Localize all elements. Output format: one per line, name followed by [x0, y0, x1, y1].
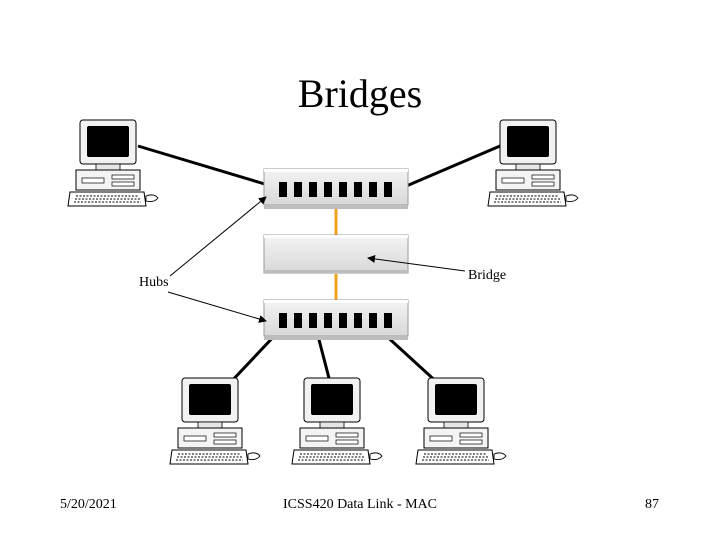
hub-port	[309, 313, 317, 328]
workstation-bottom-middle	[291, 377, 383, 465]
workstation-bottom-left	[169, 377, 261, 465]
hub-bottom	[263, 299, 409, 341]
hub-port	[339, 313, 347, 328]
link-bottom-right	[380, 330, 442, 387]
hub-port	[369, 182, 377, 197]
hub-port	[369, 313, 377, 328]
footer-course: ICSS420 Data Link - MAC	[283, 497, 437, 512]
hubs-arrow-upper	[169, 196, 267, 277]
hubs-arrow-lower	[167, 291, 267, 323]
bridge-arrow	[367, 254, 466, 272]
hub-port	[324, 313, 332, 328]
hub-port	[324, 182, 332, 197]
hub-port	[309, 182, 317, 197]
link-top-right	[403, 144, 501, 189]
workstation-bottom-right	[415, 377, 507, 465]
hub-port	[279, 313, 287, 328]
bridge-label: Bridge	[468, 268, 507, 283]
footer-page-number: 87	[645, 497, 659, 512]
hub-port	[279, 182, 287, 197]
slide-title: Bridges	[297, 71, 423, 116]
link-bottom-middle	[315, 331, 332, 383]
link-bottom-left	[226, 330, 280, 387]
hub-port	[354, 313, 362, 328]
hub-port	[339, 182, 347, 197]
hub-port	[384, 313, 392, 328]
hub-top	[263, 168, 409, 210]
hub-port	[384, 182, 392, 197]
bridge-device	[263, 234, 409, 274]
workstation-top-left	[67, 119, 159, 207]
link-top-left	[137, 144, 269, 187]
footer-date: 5/20/2021	[60, 497, 117, 512]
workstation-top-right	[487, 119, 579, 207]
hub-port	[294, 313, 302, 328]
hubs-label: Hubs	[139, 275, 169, 290]
hub-port	[294, 182, 302, 197]
hub-port	[354, 182, 362, 197]
